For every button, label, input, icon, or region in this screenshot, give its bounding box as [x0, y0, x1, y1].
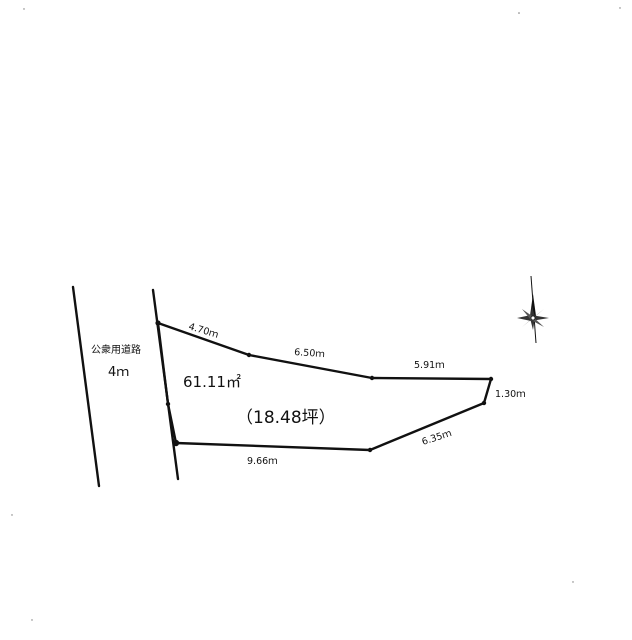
- vertex-mark: [155, 320, 161, 326]
- scan-specks: [11, 7, 621, 621]
- speck: [31, 619, 33, 621]
- vertex-mark: [481, 400, 487, 406]
- lot-vertices: [155, 320, 494, 453]
- lot-area-tsubo: （18.48坪）: [236, 408, 336, 428]
- compass-center: [530, 315, 536, 321]
- speck: [23, 8, 25, 10]
- vertex-mark: [172, 439, 180, 447]
- lot-area-m2: 61.11㎡: [183, 373, 241, 391]
- vertex-mark: [246, 352, 252, 358]
- road-label: 公衆用道路: [91, 343, 141, 356]
- dimension-label-bottom: 9.66ｍ: [247, 456, 278, 467]
- speck: [518, 12, 520, 14]
- road-edge-left: [71, 285, 101, 488]
- speck: [619, 7, 621, 9]
- dimension-label-bottom-right: 6.35ｍ: [421, 428, 454, 448]
- road-width-label: 4ｍ: [108, 365, 129, 380]
- dimension-label-right-end: 1.30ｍ: [495, 389, 526, 400]
- compass-north-arrow-icon: [517, 275, 549, 344]
- dimension-label-top-middle: 6.50ｍ: [294, 347, 325, 360]
- vertex-mark: [488, 376, 494, 382]
- dimension-label-top-right: 5.91ｍ: [414, 360, 445, 371]
- speck: [11, 514, 13, 516]
- vertex-mark: [369, 375, 375, 381]
- speck: [572, 581, 574, 583]
- vertex-mark: [367, 447, 373, 453]
- vertex-mark: [165, 401, 171, 407]
